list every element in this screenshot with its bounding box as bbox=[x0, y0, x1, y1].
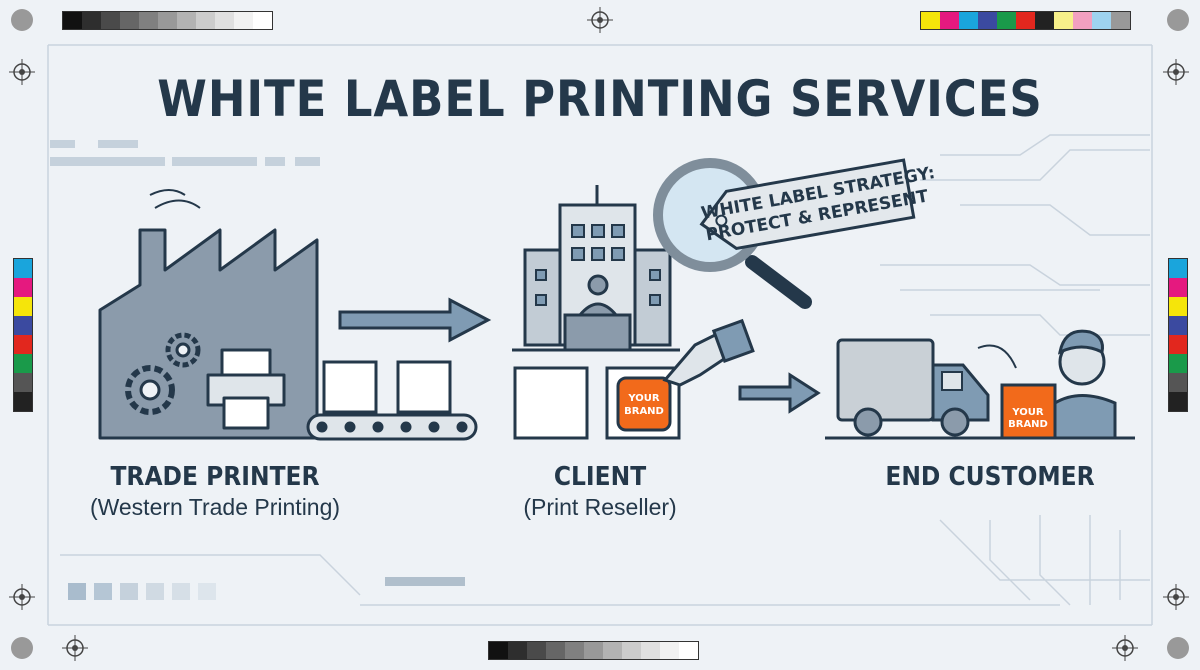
color-swatch bbox=[1169, 316, 1187, 335]
color-swatch bbox=[139, 12, 158, 29]
color-swatch bbox=[196, 12, 215, 29]
arrow-icon-2 bbox=[738, 372, 821, 414]
side-color-bar-right bbox=[1168, 258, 1188, 412]
grayscale-calibration-bar bbox=[62, 11, 273, 30]
color-swatch bbox=[546, 642, 565, 659]
color-swatch bbox=[508, 642, 527, 659]
color-swatch bbox=[959, 12, 978, 29]
frame-lines bbox=[47, 44, 1153, 626]
color-swatch bbox=[1054, 12, 1073, 29]
color-swatch bbox=[641, 642, 660, 659]
conveyor-belt-icon bbox=[306, 360, 478, 441]
color-swatch bbox=[253, 12, 272, 29]
box-brand-line2: BRAND bbox=[1008, 419, 1048, 430]
stage-label-end-customer: END CUSTOMER bbox=[885, 462, 1095, 492]
building-icon bbox=[512, 185, 755, 440]
factory-icon bbox=[98, 189, 319, 440]
color-swatch bbox=[14, 259, 32, 278]
brand-sticker-line2: BRAND bbox=[624, 406, 664, 417]
color-swatch bbox=[1169, 373, 1187, 392]
color-swatch bbox=[14, 278, 32, 297]
delivery-truck-icon bbox=[825, 329, 1135, 440]
stage-sublabel-trade-printer: (Western Trade Printing) bbox=[89, 494, 341, 520]
color-swatch bbox=[14, 335, 32, 354]
box-brand-line1: YOUR bbox=[1011, 407, 1044, 418]
color-swatch bbox=[603, 642, 622, 659]
color-swatch bbox=[1035, 12, 1054, 29]
color-swatch bbox=[660, 642, 679, 659]
brand-sticker-line1: YOUR bbox=[627, 393, 660, 404]
color-swatch bbox=[679, 642, 698, 659]
color-swatch bbox=[101, 12, 120, 29]
stage-label-client: CLIENT bbox=[553, 462, 647, 492]
color-swatch bbox=[215, 12, 234, 29]
color-swatch bbox=[489, 642, 508, 659]
color-swatch bbox=[1092, 12, 1111, 29]
side-color-bar-left bbox=[13, 258, 33, 412]
color-swatch bbox=[14, 392, 32, 411]
color-swatch bbox=[1073, 12, 1092, 29]
color-swatch bbox=[1169, 297, 1187, 316]
color-swatch bbox=[82, 12, 101, 29]
grayscale-calibration-bar-bottom bbox=[488, 641, 699, 660]
decorative-bars bbox=[50, 140, 465, 600]
arrow-icon bbox=[338, 297, 492, 343]
color-swatch bbox=[1169, 354, 1187, 373]
color-swatch bbox=[1169, 335, 1187, 354]
color-swatch bbox=[158, 12, 177, 29]
color-swatch bbox=[622, 642, 641, 659]
color-swatch bbox=[1169, 259, 1187, 278]
color-swatch bbox=[14, 316, 32, 335]
color-swatch bbox=[921, 12, 940, 29]
color-swatch bbox=[1169, 278, 1187, 297]
color-swatch bbox=[584, 642, 603, 659]
color-swatch bbox=[63, 12, 82, 29]
color-swatch bbox=[177, 12, 196, 29]
color-swatch bbox=[565, 642, 584, 659]
color-swatch bbox=[14, 297, 32, 316]
color-swatch bbox=[1016, 12, 1035, 29]
color-swatch bbox=[1111, 12, 1130, 29]
stage-sublabel-client: (Print Reseller) bbox=[523, 494, 677, 520]
color-swatch bbox=[997, 12, 1016, 29]
color-swatch bbox=[978, 12, 997, 29]
color-swatch bbox=[14, 373, 32, 392]
color-swatch bbox=[940, 12, 959, 29]
page-title: WHITE LABEL PRINTING SERVICES bbox=[157, 70, 1043, 128]
color-swatch bbox=[527, 642, 546, 659]
color-swatch bbox=[14, 354, 32, 373]
registration-mark-icons bbox=[8, 6, 1190, 662]
color-swatch bbox=[234, 12, 253, 29]
stage-label-trade-printer: TRADE PRINTER bbox=[110, 462, 320, 492]
color-swatch bbox=[1169, 392, 1187, 411]
color-swatch bbox=[120, 12, 139, 29]
color-calibration-bar bbox=[920, 11, 1131, 30]
